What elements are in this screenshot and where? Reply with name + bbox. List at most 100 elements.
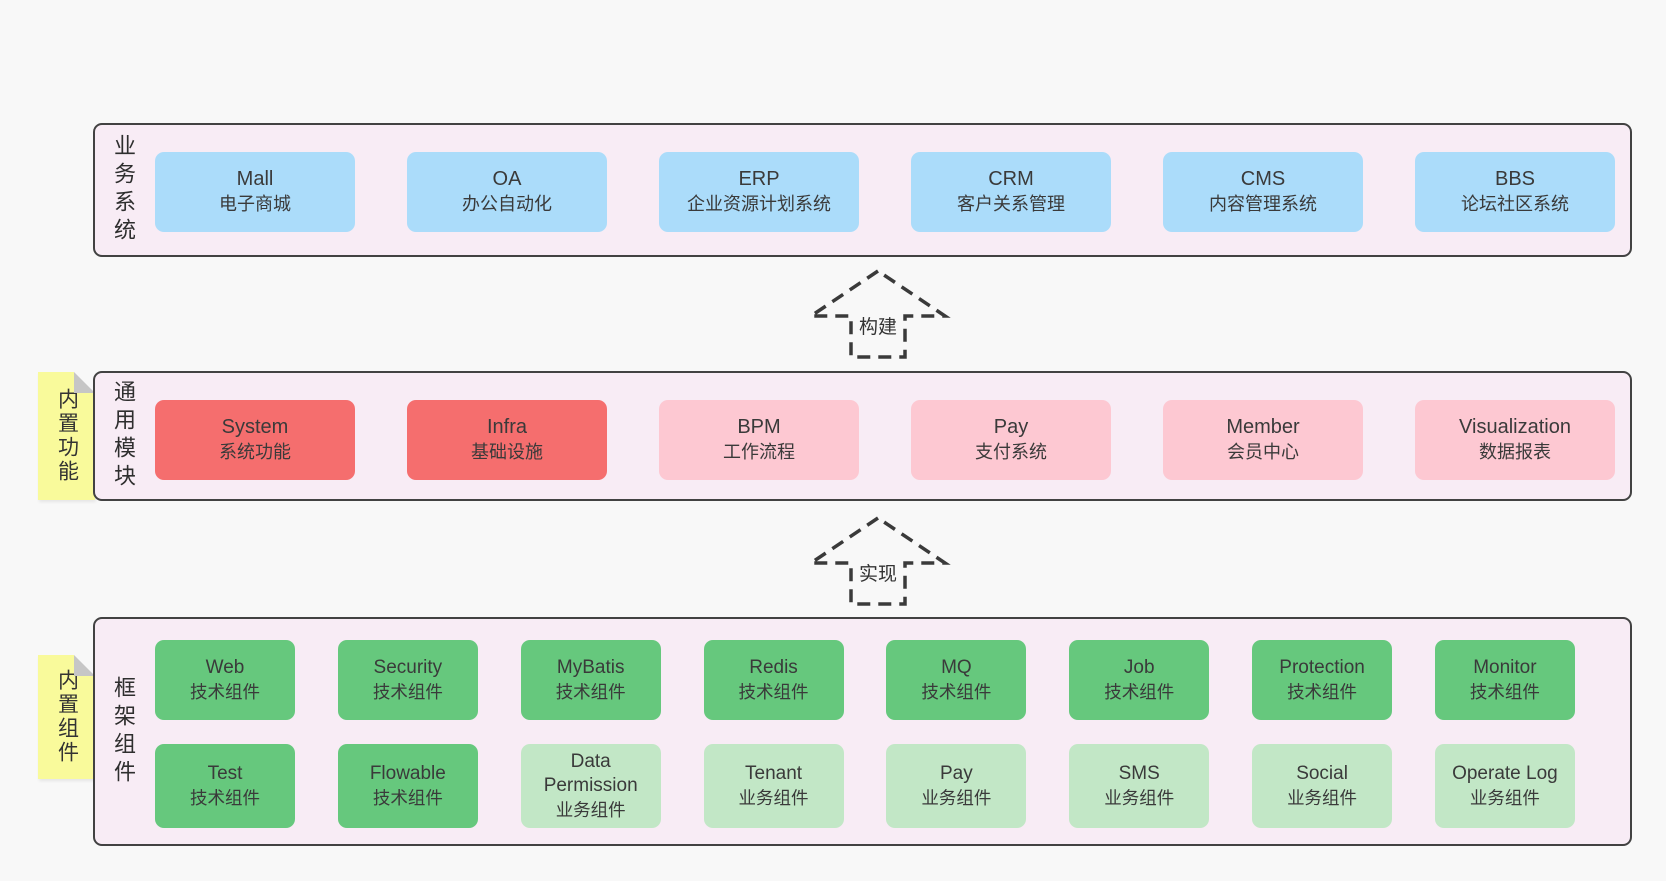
box-erp: ERP 企业资源计划系统 xyxy=(659,152,859,232)
box-subtitle: 技术组件 xyxy=(190,682,260,702)
box-subtitle: 技术组件 xyxy=(1469,682,1540,702)
box-subtitle: 技术组件 xyxy=(738,682,809,702)
box-title: Tenant xyxy=(745,763,803,784)
box-subtitle: 技术组件 xyxy=(1104,682,1175,702)
layer-framework-components: 框架组件 Web 技术组件 Security 技术组件 MyBatis 技术组件… xyxy=(93,617,1632,846)
box-title: Operate Log xyxy=(1452,763,1558,784)
box-subtitle: 业务组件 xyxy=(1104,788,1175,808)
build-arrow-label: 构建 xyxy=(858,317,897,338)
dashed-up-arrow-icon xyxy=(805,268,951,359)
box-protection: Protection 技术组件 xyxy=(1252,640,1393,720)
box-data-permission: Data Permission 业务组件 xyxy=(520,744,661,828)
sticky-tab-built-in-components: 内置组件 xyxy=(38,655,95,779)
box-title: Pay xyxy=(993,416,1029,438)
box-bpm: BPM 工作流程 xyxy=(659,400,859,480)
box-bbs: BBS 论坛社区系统 xyxy=(1415,152,1615,232)
modules-boxes-row: System 系统功能 Infra 基础设施 BPM 工作流程 Pay 支付系统… xyxy=(155,400,1615,480)
implement-arrow-icon: 实现 xyxy=(805,515,951,607)
box-tenant: Tenant 业务组件 xyxy=(703,744,844,828)
box-subtitle: 基础设施 xyxy=(471,442,543,462)
layer-side-label: 业务系统 xyxy=(111,134,136,246)
box-title: Pay xyxy=(940,763,973,784)
box-title: Web xyxy=(205,657,245,678)
box-job: Job 技术组件 xyxy=(1069,640,1210,720)
layer-side-label: 通用模块 xyxy=(111,380,136,492)
box-title: Test xyxy=(207,763,243,784)
dashed-up-arrow-icon xyxy=(805,515,951,606)
box-title: Member xyxy=(1226,416,1300,438)
folded-corner-icon xyxy=(74,372,95,393)
box-redis: Redis 技术组件 xyxy=(703,640,844,720)
box-title: Protection xyxy=(1279,657,1365,678)
box-subtitle: 支付系统 xyxy=(975,442,1047,462)
box-title: System xyxy=(221,416,289,438)
box-test: Test 技术组件 xyxy=(155,744,295,828)
box-security: Security 技术组件 xyxy=(337,640,478,720)
box-subtitle: 工作流程 xyxy=(723,442,795,462)
box-title: Data Permission xyxy=(543,751,638,796)
box-member: Member 会员中心 xyxy=(1163,400,1363,480)
box-subtitle: 内容管理系统 xyxy=(1209,194,1317,214)
box-title: Security xyxy=(373,657,443,678)
box-title: CRM xyxy=(988,168,1034,190)
folded-corner-icon xyxy=(74,655,95,676)
box-infra: Infra 基础设施 xyxy=(407,400,607,480)
box-title: Social xyxy=(1296,763,1348,784)
implement-arrow-label: 实现 xyxy=(858,564,897,585)
box-title: BBS xyxy=(1494,168,1536,190)
box-title: SMS xyxy=(1118,763,1160,784)
box-monitor: Monitor 技术组件 xyxy=(1434,640,1575,720)
box-system: System 系统功能 xyxy=(155,400,355,480)
box-subtitle: 业务组件 xyxy=(921,788,992,808)
box-subtitle: 业务组件 xyxy=(738,788,809,808)
box-crm: CRM 客户关系管理 xyxy=(911,152,1111,232)
box-subtitle: 技术组件 xyxy=(372,788,443,808)
box-title: Visualization xyxy=(1459,416,1571,438)
components-row-1: Web 技术组件 Security 技术组件 MyBatis 技术组件 Redi… xyxy=(155,640,1575,720)
box-title: MQ xyxy=(941,657,972,678)
box-subtitle: 客户关系管理 xyxy=(957,194,1065,214)
box-sms: SMS 业务组件 xyxy=(1069,744,1210,828)
box-title: BPM xyxy=(737,416,781,438)
build-arrow-icon: 构建 xyxy=(805,268,951,360)
box-subtitle: 数据报表 xyxy=(1479,442,1551,462)
box-mall: Mall 电子商城 xyxy=(155,152,355,232)
box-subtitle: 业务组件 xyxy=(1469,788,1540,808)
box-title: Redis xyxy=(749,657,798,678)
box-title: Mall xyxy=(236,168,274,190)
box-subtitle: 办公自动化 xyxy=(462,194,552,214)
box-social: Social 业务组件 xyxy=(1252,744,1393,828)
box-mq: MQ 技术组件 xyxy=(886,640,1027,720)
layer-business-systems: 业务系统 Mall 电子商城 OA 办公自动化 ERP 企业资源计划系统 CRM… xyxy=(93,123,1632,257)
box-pay: Pay 支付系统 xyxy=(911,400,1111,480)
box-subtitle: 业务组件 xyxy=(555,800,626,820)
box-title: OA xyxy=(492,168,522,190)
sticky-tab-label: 内置功能 xyxy=(55,388,79,484)
layer-common-modules: 通用模块 System 系统功能 Infra 基础设施 BPM 工作流程 Pay… xyxy=(93,371,1632,501)
box-visualization: Visualization 数据报表 xyxy=(1415,400,1615,480)
box-title: CMS xyxy=(1240,168,1286,190)
box-mybatis: MyBatis 技术组件 xyxy=(520,640,661,720)
layer-side-label: 框架组件 xyxy=(111,675,136,788)
box-subtitle: 技术组件 xyxy=(555,682,626,702)
box-web: Web 技术组件 xyxy=(155,640,295,720)
box-title: MyBatis xyxy=(556,657,625,678)
box-subtitle: 系统功能 xyxy=(219,442,291,462)
business-boxes-row: Mall 电子商城 OA 办公自动化 ERP 企业资源计划系统 CRM 客户关系… xyxy=(155,152,1615,232)
box-subtitle: 企业资源计划系统 xyxy=(687,194,831,214)
box-title: ERP xyxy=(738,168,780,190)
box-operate-log: Operate Log 业务组件 xyxy=(1434,744,1575,828)
box-title: Infra xyxy=(486,416,528,438)
box-subtitle: 会员中心 xyxy=(1227,442,1299,462)
box-pay-component: Pay 业务组件 xyxy=(886,744,1027,828)
box-subtitle: 论坛社区系统 xyxy=(1461,194,1569,214)
box-title: Monitor xyxy=(1473,657,1537,678)
box-subtitle: 技术组件 xyxy=(372,682,443,702)
components-row-2: Test 技术组件 Flowable 技术组件 Data Permission … xyxy=(155,744,1575,828)
sticky-tab-label: 内置组件 xyxy=(55,669,79,765)
box-subtitle: 技术组件 xyxy=(1287,682,1358,702)
box-subtitle: 业务组件 xyxy=(1287,788,1358,808)
box-oa: OA 办公自动化 xyxy=(407,152,607,232)
box-title: Job xyxy=(1123,657,1155,678)
